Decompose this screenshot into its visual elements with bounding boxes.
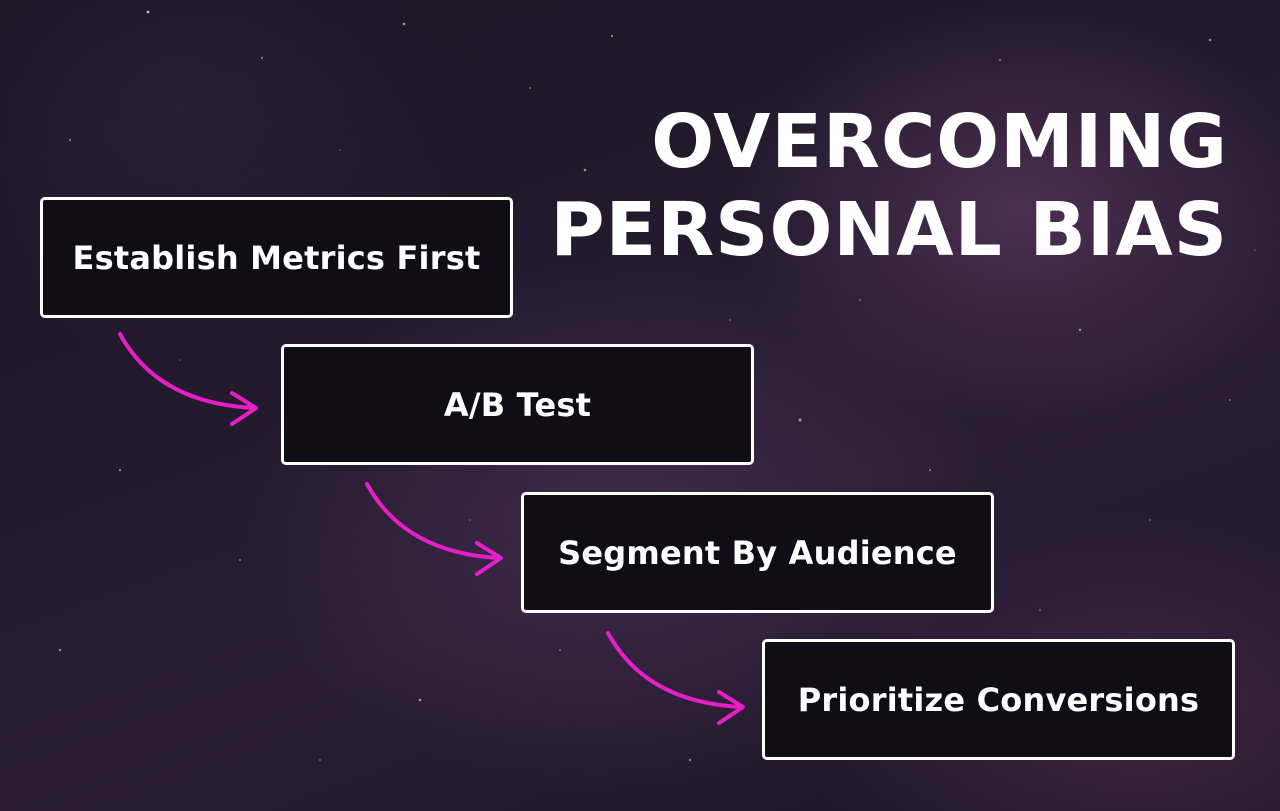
step-box-ab-test: A/B Test (281, 344, 754, 465)
step-box-establish-metrics: Establish Metrics First (40, 197, 513, 318)
step-label: Establish Metrics First (72, 238, 481, 277)
step-box-segment-audience: Segment By Audience (521, 492, 994, 613)
step-box-prioritize-conversions: Prioritize Conversions (762, 639, 1235, 760)
page-title: OVERCOMING PERSONAL BIAS (550, 98, 1228, 274)
step-label: A/B Test (443, 385, 592, 424)
step-label: Segment By Audience (558, 533, 957, 572)
title-line-1: OVERCOMING (651, 99, 1228, 185)
title-line-2: PERSONAL BIAS (550, 187, 1228, 273)
step-label: Prioritize Conversions (797, 680, 1200, 719)
